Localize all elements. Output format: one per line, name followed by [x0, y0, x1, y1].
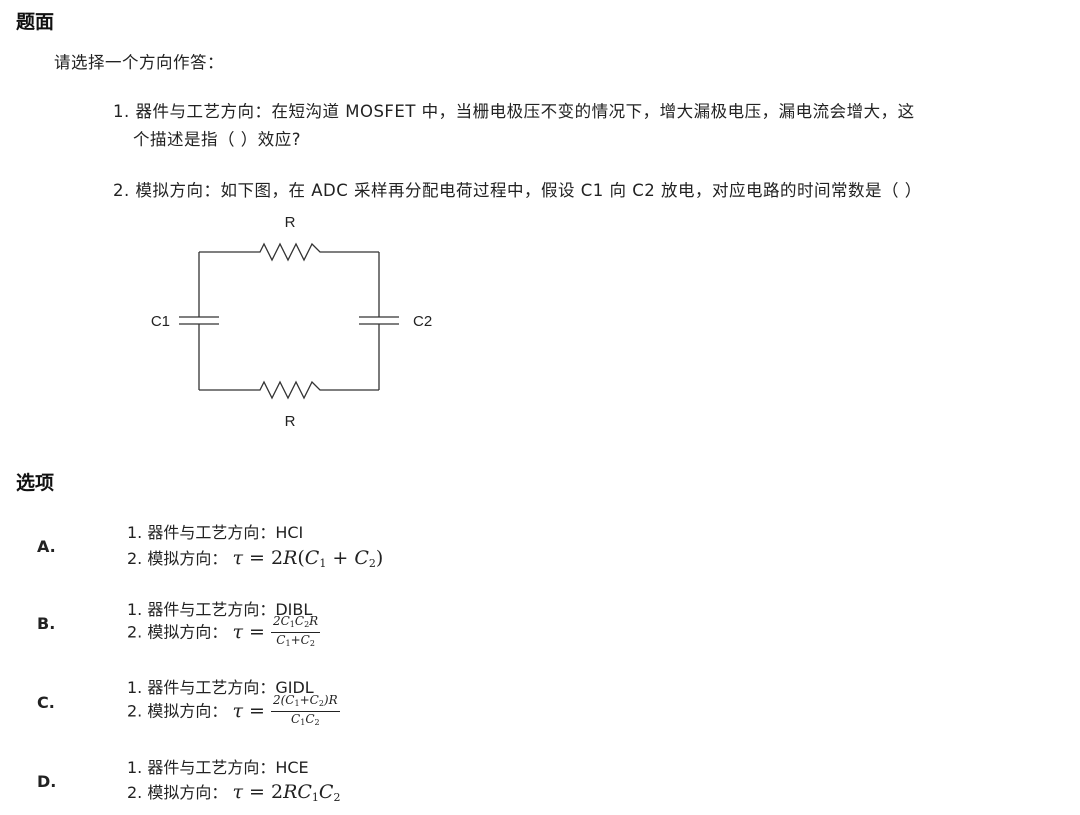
option-a-analog-label: 2. 模拟方向： [127, 549, 228, 568]
option-b-device-answer[interactable]: 1. 器件与工艺方向：DIBL [127, 600, 313, 619]
top-wire [199, 242, 379, 262]
option-a-device-answer[interactable]: 1. 器件与工艺方向：HCI [127, 523, 304, 542]
capacitor-c1-label: C1 [151, 313, 170, 330]
option-b-analog-label: 2. 模拟方向： [127, 622, 228, 642]
option-d-formula: τ = 2RC1C2 [232, 781, 341, 804]
option-a-formula: τ = 2R(C1 + C2) [232, 547, 384, 570]
option-d-letter[interactable]: D. [37, 772, 57, 791]
option-c-letter[interactable]: C. [37, 693, 55, 712]
bottom-wire [199, 380, 379, 400]
resistor-bottom-label: R [285, 413, 296, 430]
option-a-analog-answer[interactable]: 2. 模拟方向： τ = 2R(C1 + C2) [127, 545, 383, 570]
option-d-analog-answer[interactable]: 2. 模拟方向： τ = 2RC1C2 [127, 779, 340, 804]
question-2-line: 2. 模拟方向：如下图，在 ADC 采样再分配电荷过程中，假设 C1 向 C2 … [113, 181, 922, 200]
resistor-top-label: R [285, 214, 296, 231]
option-c-analog-label: 2. 模拟方向： [127, 701, 228, 721]
options-heading: 选项 [16, 472, 55, 494]
question-1-line-2: 个描述是指（ ）效应? [133, 130, 302, 149]
option-a-letter[interactable]: A. [37, 537, 56, 556]
question-1-line-1: 1. 器件与工艺方向：在短沟道 MOSFET 中，当栅电极压不变的情况下，增大漏… [113, 102, 915, 121]
rc-circuit-diagram: R R C1 C2 [151, 214, 432, 430]
capacitor-c2-label: C2 [413, 313, 432, 330]
option-d-analog-label: 2. 模拟方向： [127, 783, 228, 802]
option-c-device-answer[interactable]: 1. 器件与工艺方向：GIDL [127, 678, 314, 697]
question-heading: 题面 [16, 11, 55, 33]
option-b-letter[interactable]: B. [37, 614, 56, 633]
question-intro: 请选择一个方向作答： [54, 53, 224, 72]
option-d-device-answer[interactable]: 1. 器件与工艺方向：HCE [127, 758, 309, 777]
